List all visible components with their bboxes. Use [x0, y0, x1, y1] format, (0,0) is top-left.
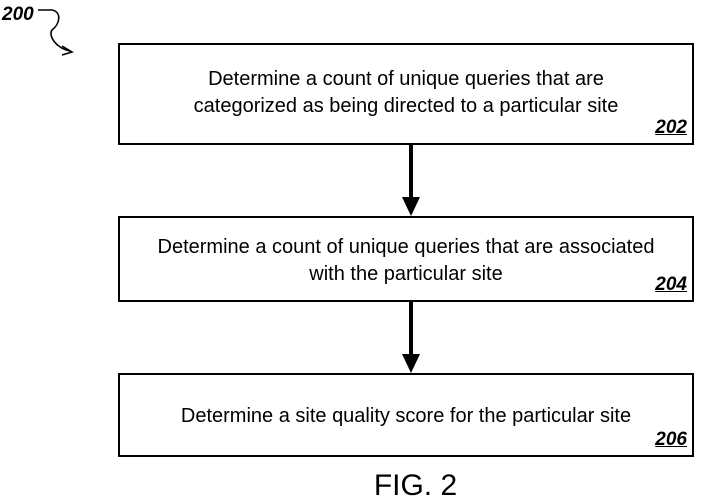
figure-caption: FIG. 2	[373, 469, 458, 502]
step-text-204: Determine a count of unique queries that…	[120, 234, 692, 288]
step-text-line: Determine a site quality score for the p…	[180, 405, 632, 427]
step-number-202: 202	[655, 117, 687, 138]
step-text-206: Determine a site quality score for the p…	[120, 403, 692, 430]
flow-arrow-202-to-204	[402, 145, 420, 216]
flow-arrow-204-to-206	[402, 302, 420, 373]
step-box-204: Determine a count of unique queries that…	[118, 216, 694, 302]
step-box-202: Determine a count of unique queries that…	[118, 43, 694, 145]
step-text-line: categorized as being directed to a parti…	[193, 95, 619, 117]
step-text-202: Determine a count of unique queries that…	[120, 66, 692, 120]
step-text-line: Determine a count of unique queries that…	[208, 68, 604, 90]
step-number-204: 204	[655, 274, 687, 295]
step-box-206: Determine a site quality score for the p…	[118, 373, 694, 457]
step-number-206: 206	[655, 429, 687, 450]
step-text-line: with the particular site	[309, 263, 503, 285]
reference-leader-arrow-icon	[38, 9, 74, 56]
figure-reference-number: 200	[2, 4, 34, 25]
step-text-line: Determine a count of unique queries that…	[157, 236, 655, 258]
